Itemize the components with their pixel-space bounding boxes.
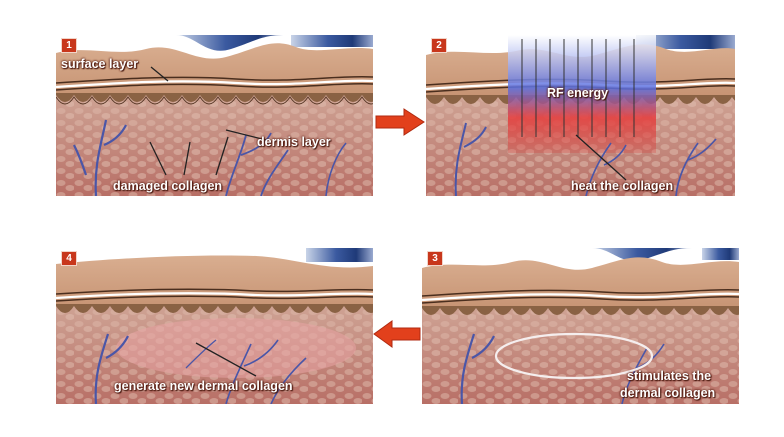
step-badge-4: 4 [61, 251, 77, 266]
step-badge-3: 3 [427, 251, 443, 266]
label-stimulates-the: stimulates the [627, 369, 712, 383]
arrow-left-icon [373, 320, 421, 348]
skin-cross-section-4 [56, 248, 373, 404]
panel-step-2: 2 RF energy heat the collagen [426, 35, 735, 196]
label-dermis-layer: dermis layer [257, 135, 331, 149]
step-badge-1: 1 [61, 38, 77, 53]
skin-cross-section-1 [56, 35, 373, 196]
skin-cross-section-2 [426, 35, 735, 196]
panel-step-4: 4 generate new dermal collagen [56, 248, 373, 404]
step-badge-2: 2 [431, 38, 447, 53]
arrow-right-icon [375, 108, 425, 136]
label-damaged-collagen: damaged collagen [113, 179, 223, 193]
label-surface-layer: surface layer [61, 57, 139, 71]
label-heat-the-collagen: heat the collagen [571, 179, 674, 193]
skin-cross-section-3 [422, 248, 739, 404]
label-dermal-collagen: dermal collagen [620, 386, 716, 400]
panel-step-1: 1 surface layer dermis layer damaged col… [56, 35, 373, 196]
label-generate-new-dermal-collagen: generate new dermal collagen [114, 379, 293, 393]
panel-step-3: 3 stimulates the dermal collagen [422, 248, 739, 404]
label-rf-energy: RF energy [547, 86, 609, 100]
